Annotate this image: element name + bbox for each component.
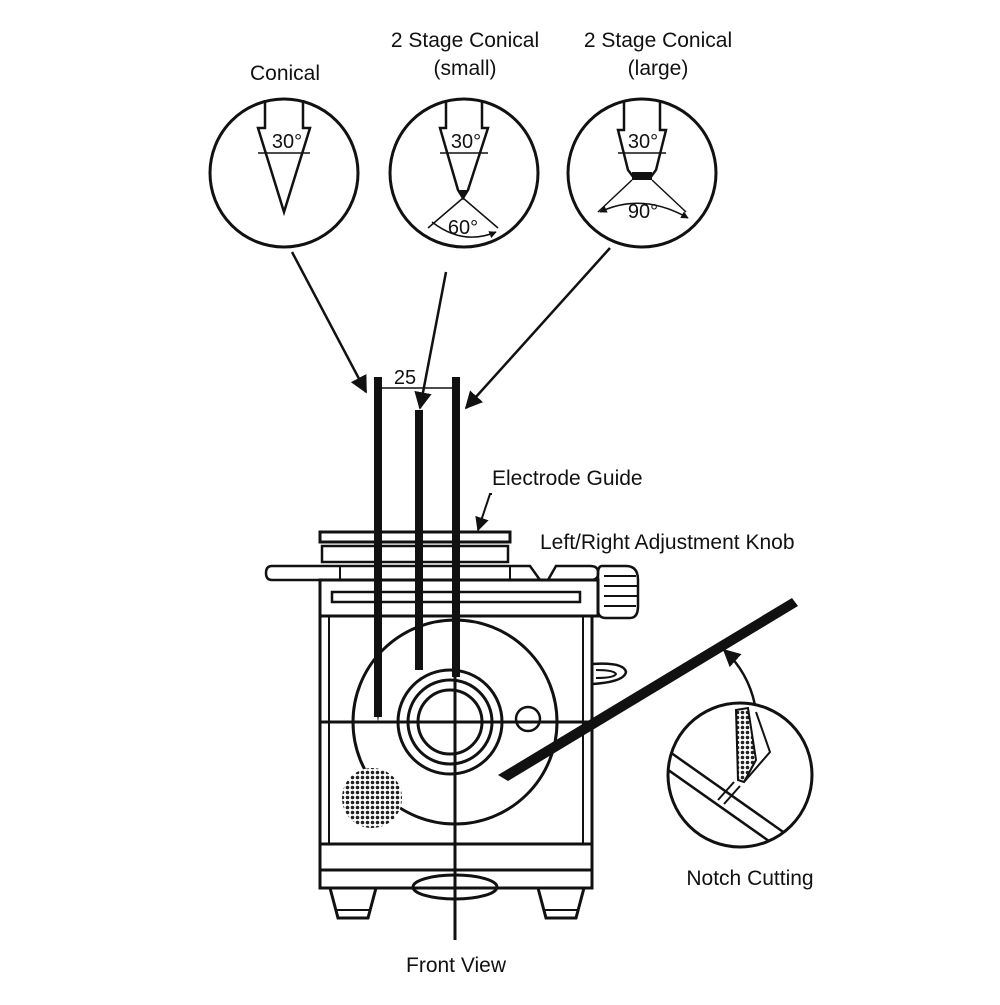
angle-large-tip: 30° <box>628 131 658 153</box>
detail-two-stage-large: 30° 90° <box>566 97 718 249</box>
detail-conical: 30° <box>208 97 360 249</box>
detail-two-stage-small: 30° 60° <box>388 97 540 249</box>
spacing-label: 25 <box>394 367 416 389</box>
label-notch-cutting: Notch Cutting <box>686 867 813 890</box>
angle-conical: 30° <box>272 131 302 153</box>
adjustment-knob <box>596 564 640 620</box>
arrow-small <box>414 271 448 410</box>
label-adjustment-knob: Left/Right Adjustment Knob <box>540 531 795 554</box>
label-two-stage-small-1: 2 Stage Conical <box>391 29 539 52</box>
notch-rod <box>498 598 798 781</box>
arrow-large <box>464 247 611 410</box>
label-two-stage-large-2: (large) <box>628 57 689 80</box>
label-front-view: Front View <box>406 954 507 977</box>
mesh-patch <box>342 768 402 828</box>
angle-large-cone: 90° <box>628 201 658 223</box>
angle-small-cone: 60° <box>448 217 478 239</box>
label-conical: Conical <box>250 62 320 85</box>
label-two-stage-small-2: (small) <box>434 57 497 80</box>
arrow-conical <box>290 251 368 394</box>
label-electrode-guide: Electrode Guide <box>492 467 643 490</box>
label-two-stage-large-1: 2 Stage Conical <box>584 29 732 52</box>
angle-small-tip: 30° <box>451 131 481 153</box>
detail-notch-cutting <box>666 648 814 849</box>
